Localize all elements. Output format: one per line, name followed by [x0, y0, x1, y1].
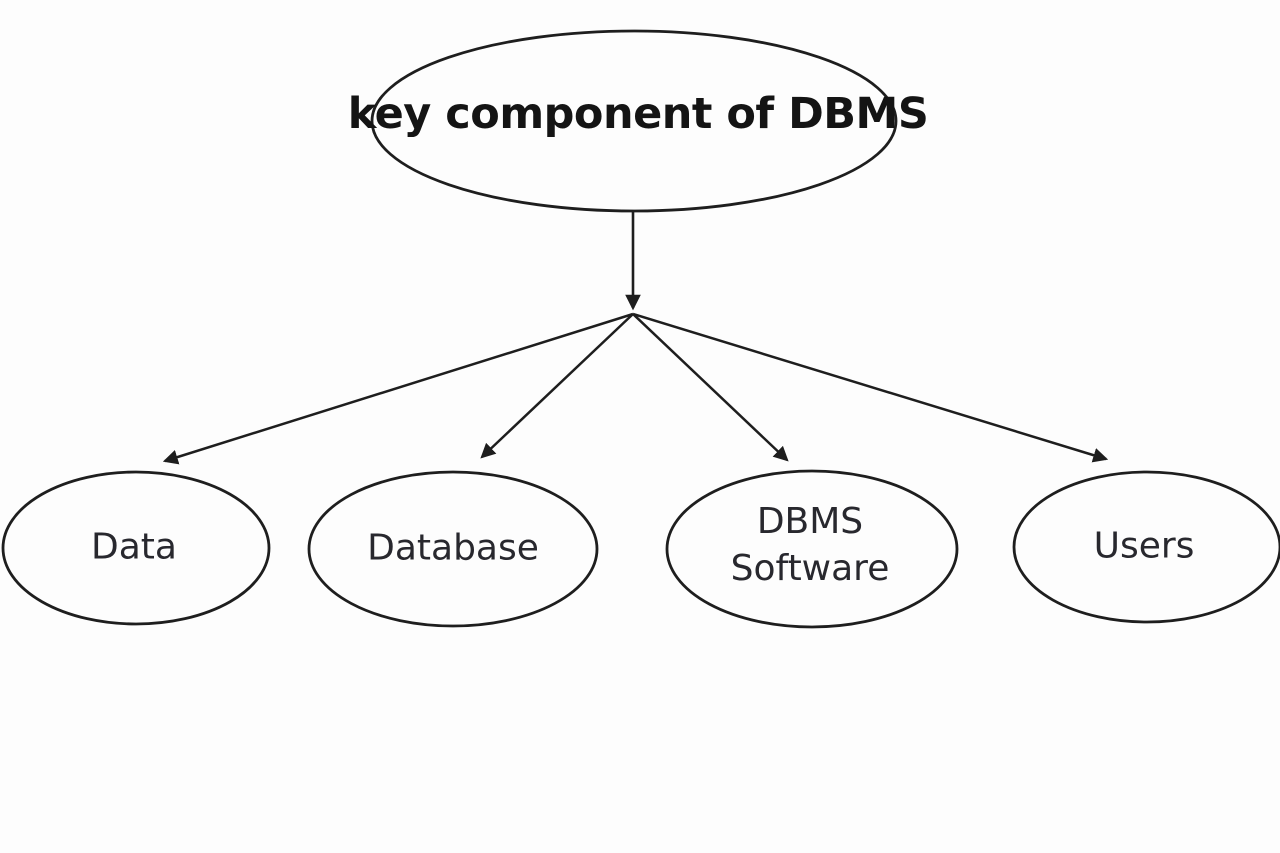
root-node-label: key component of DBMS — [347, 89, 929, 140]
node-dbms-software-label: DBMS Software — [730, 501, 890, 589]
node-dbms-software-ellipse — [665, 469, 959, 629]
branch-arrow-users — [632, 312, 1109, 463]
branch-arrow-data — [162, 312, 634, 465]
node-data-ellipse — [1, 470, 271, 626]
node-database-ellipse — [307, 470, 599, 628]
node-users-label: Users — [1093, 525, 1195, 567]
branch-arrow-dbms-software — [632, 313, 789, 462]
branch-arrow-database — [480, 313, 634, 459]
node-database-label: Database — [367, 527, 539, 569]
node-data-label: Data — [91, 526, 177, 568]
node-users-ellipse — [1012, 470, 1280, 624]
